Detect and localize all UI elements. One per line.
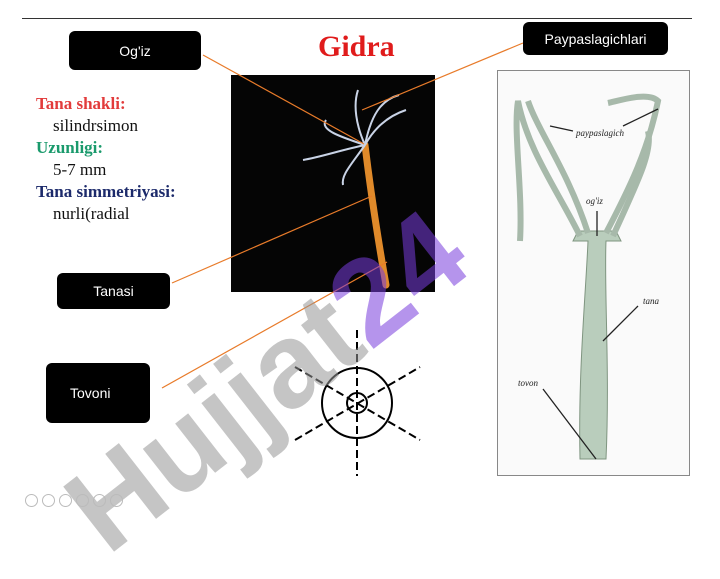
hydra-photo (231, 75, 435, 292)
diagram-label-body: tana (643, 296, 660, 306)
info-value-shape: silindrsimon (53, 116, 139, 135)
info-heading-shape: Tana shakli: (36, 94, 126, 113)
slide-nav-controls (25, 494, 123, 507)
info-block: Tana shakli: silindrsimon Uzunligi: 5-7 … (36, 93, 176, 225)
label-mouth: Og'iz (69, 31, 201, 70)
diagram-label-tentacle: paypaslagich (575, 128, 624, 138)
more-icon[interactable] (110, 494, 123, 507)
radial-symmetry-diagram (290, 320, 430, 485)
label-body: Tanasi (57, 273, 170, 309)
hydra-diagram: paypaslagich og'iz tana tovon (497, 70, 690, 476)
info-heading-length: Uzunligi: (36, 138, 104, 157)
next-slide-icon[interactable] (42, 494, 55, 507)
slides-icon[interactable] (93, 494, 106, 507)
info-heading-symmetry: Tana simmetriyasi: (36, 182, 176, 201)
prev-slide-icon[interactable] (25, 494, 38, 507)
label-foot: Tovoni (46, 363, 150, 423)
diagram-label-mouth: og'iz (586, 196, 603, 206)
pointer-lines (161, 42, 524, 389)
diagram-label-foot: tovon (518, 378, 538, 388)
pen-icon[interactable] (59, 494, 72, 507)
label-tentacles: Paypaslagichlari (523, 22, 668, 55)
slide-title: Gidra (318, 30, 395, 63)
info-value-length: 5-7 mm (53, 160, 107, 179)
info-value-symmetry: nurli(radial (53, 204, 130, 223)
header-divider (22, 18, 692, 19)
zoom-icon[interactable] (76, 494, 89, 507)
